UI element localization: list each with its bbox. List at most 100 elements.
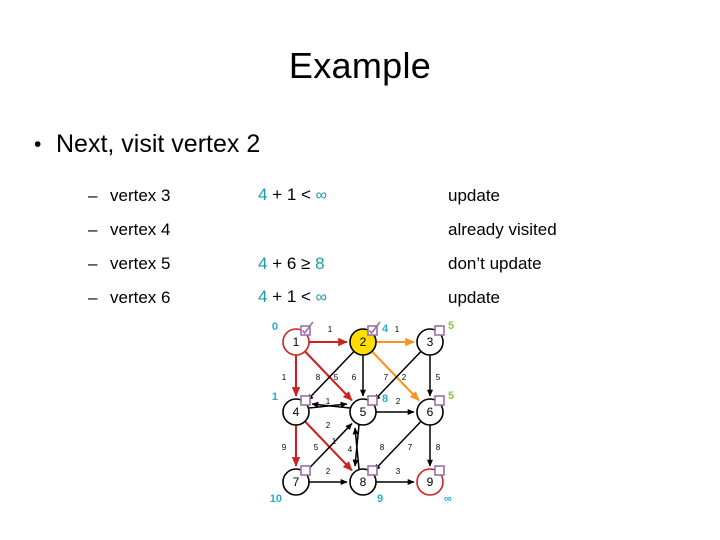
dash-marker-icon: – [88, 287, 98, 307]
graph-node-9[interactable]: 9∞ [416, 465, 452, 505]
edge-weight-label: 9 [282, 443, 287, 452]
edge-weight-label: 1 [332, 437, 337, 446]
condition-rhs: ∞ [315, 187, 328, 204]
visited-checkbox-icon [300, 325, 311, 336]
node-distance-label: 10 [270, 493, 282, 505]
node-distance-label: 8 [382, 393, 388, 405]
condition-expression [258, 212, 448, 246]
node-label: 8 [360, 475, 367, 489]
action-label: don’t update [448, 253, 542, 273]
visited-checkbox-icon [367, 395, 378, 406]
graph-edge [371, 350, 420, 402]
node-label: 2 [360, 335, 367, 349]
vertex-label: vertex 4 [110, 219, 171, 239]
visited-checkbox-icon [434, 395, 445, 406]
node-label: 7 [293, 475, 300, 489]
edge-weight-label: 1 [328, 325, 333, 334]
list-item: – vertex 4 already visited [88, 212, 668, 246]
action-label: update [448, 185, 500, 205]
condition-lhs: 4 [258, 253, 268, 273]
graph-edge [304, 423, 353, 474]
visited-checkbox-icon [434, 465, 445, 476]
condition-operator: + 1 < [267, 287, 316, 306]
edge-weight-label: 8 [380, 443, 385, 452]
graph-edge [304, 420, 353, 472]
graph-node-1[interactable]: 10 [272, 321, 314, 356]
graph-node-7[interactable]: 7 10 [270, 465, 311, 505]
edge-weight-label: 2 [326, 467, 331, 476]
condition-operator: + 6 ≥ [267, 253, 316, 273]
edge-weight-label: 1 [326, 397, 331, 406]
condition-expression: 4 + 1 < ∞ [258, 178, 448, 212]
node-label: 5 [360, 405, 367, 419]
edge-weight-label: 1 [282, 373, 287, 382]
condition-rhs: ∞ [315, 289, 328, 306]
node-label: 3 [427, 335, 434, 349]
node-label: 1 [293, 335, 300, 349]
graph-node-5[interactable]: 58 [349, 393, 388, 426]
node-distance-label: 5 [448, 320, 454, 332]
edge-weight-label: 1 [395, 325, 400, 334]
main-bullet-item: •Next, visit vertex 2 [34, 130, 260, 159]
vertex-label: vertex 6 [110, 287, 171, 307]
visited-checkbox-icon [300, 465, 311, 476]
edge-weight-label: 7 [384, 373, 389, 382]
edge-weight-label: 5 [436, 373, 441, 382]
edge-weight-label: 3 [396, 467, 401, 476]
edge-weight-label: 8 [436, 443, 441, 452]
node-distance-label: 5 [448, 390, 454, 402]
node-distance-label: ∞ [444, 493, 452, 505]
bullet-marker-icon: • [34, 133, 42, 156]
condition-operator: + 1 < [267, 185, 316, 204]
node-label: 9 [427, 475, 434, 489]
action-label: already visited [448, 219, 557, 239]
node-label: 6 [427, 405, 434, 419]
condition-expression: 4 + 6 ≥ 8 [258, 246, 448, 280]
graph-edge [352, 424, 360, 467]
graph-edge [304, 350, 353, 402]
action-label: update [448, 287, 500, 307]
graph-edge [373, 420, 422, 471]
vertex-label: vertex 5 [110, 253, 171, 273]
condition-rhs: 8 [315, 253, 325, 273]
visited-checkbox-icon [367, 465, 378, 476]
vertex-label: vertex 3 [110, 185, 171, 205]
graph-node-3[interactable]: 35 [416, 320, 454, 356]
edge-weight-label: 2 [402, 373, 407, 382]
edge-weight-label: 5 [314, 443, 319, 452]
list-item: – vertex 3 4 + 1 < ∞ update [88, 178, 668, 212]
visited-checkbox-icon [434, 325, 445, 336]
graph-edge [373, 350, 422, 401]
graph-node-6[interactable]: 65 [416, 390, 454, 426]
graph-node-2[interactable]: 24 [349, 321, 389, 356]
node-distance-label: 4 [382, 323, 389, 335]
edge-weight-label: 2 [326, 421, 331, 430]
visited-checkbox-icon [367, 325, 378, 336]
edge-weight-label: 4 [348, 445, 353, 454]
edge-weight-label: 2 [396, 397, 401, 406]
condition-lhs: 4 [258, 287, 268, 306]
graph-node-4[interactable]: 41 [272, 391, 311, 426]
condition-expression: 4 + 1 < ∞ [258, 280, 448, 314]
node-distance-label: 0 [272, 321, 278, 333]
graph-node-8[interactable]: 89 [349, 465, 383, 505]
graph-edges [291, 337, 433, 485]
vertex-evaluation-list: – vertex 3 4 + 1 < ∞ update – vertex 4 a… [88, 178, 668, 314]
edge-weight-label: 8 [316, 373, 321, 382]
edge-weight-label: 5 [334, 373, 339, 382]
node-label: 4 [293, 405, 300, 419]
graph-edge [311, 401, 351, 409]
check-mark-icon [368, 321, 381, 335]
dash-marker-icon: – [88, 219, 98, 239]
edge-weight-label: 6 [352, 373, 357, 382]
visited-checkbox-icon [300, 395, 311, 406]
dash-marker-icon: – [88, 185, 98, 205]
check-mark-icon [301, 321, 314, 335]
list-item: – vertex 6 4 + 1 < ∞ update [88, 280, 668, 314]
node-distance-label: 9 [377, 493, 383, 505]
node-distance-label: 1 [272, 391, 278, 403]
